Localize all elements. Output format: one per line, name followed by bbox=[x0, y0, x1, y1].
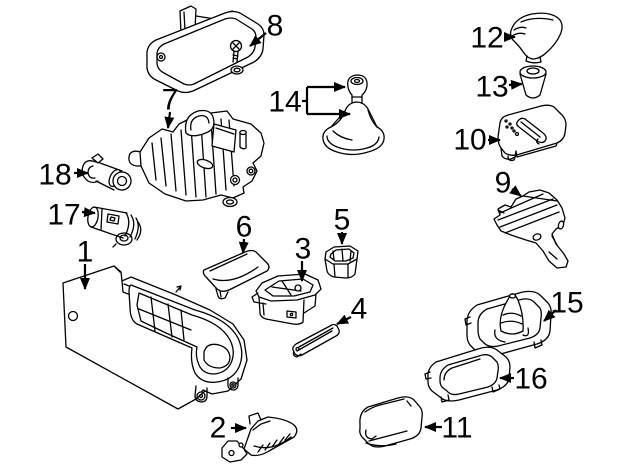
part-trim-strip bbox=[292, 323, 340, 358]
callout-number-5: 5 bbox=[334, 204, 351, 237]
callout-number-6: 6 bbox=[236, 211, 253, 244]
callout-5-storage-bin: 5 bbox=[334, 204, 351, 245]
part-shift-indicator-bezel bbox=[497, 104, 567, 162]
callout-number-14: 14 bbox=[268, 86, 301, 119]
part-mounting-bracket bbox=[221, 412, 298, 463]
part-tray-lid bbox=[359, 396, 423, 448]
callout-number-13: 13 bbox=[475, 71, 508, 104]
callout-10-shift-indicator-bezel: 10 bbox=[453, 124, 501, 157]
part-shift-knob bbox=[509, 12, 563, 64]
callout-9-shift-boot: 9 bbox=[495, 167, 522, 200]
callout-18-lighter-element: 18 bbox=[38, 159, 89, 192]
callout-number-17: 17 bbox=[47, 199, 80, 232]
callout-6-console-lid: 6 bbox=[236, 211, 253, 254]
callout-number-15: 15 bbox=[550, 287, 583, 320]
part-storage-bin bbox=[324, 245, 359, 279]
leader-arrow-icon bbox=[164, 111, 175, 129]
part-trim-ring bbox=[424, 346, 511, 403]
callout-4-trim-strip: 4 bbox=[336, 293, 368, 326]
part-shifter-assembly bbox=[112, 109, 265, 248]
leader-arrow-icon bbox=[543, 309, 557, 322]
part-lighter-socket bbox=[87, 206, 142, 241]
callout-1-center-console: 1 bbox=[77, 236, 94, 290]
leader-arrow-icon bbox=[238, 238, 249, 254]
part-cup-holder-insert bbox=[251, 273, 322, 325]
callout-17-lighter-socket: 17 bbox=[47, 199, 96, 232]
callout-8-overhead-bracket: 8 bbox=[249, 10, 284, 47]
callout-number-16: 16 bbox=[514, 363, 547, 396]
leader-arrow-icon bbox=[508, 79, 523, 90]
part-lighter-element bbox=[81, 153, 132, 191]
callout-number-3: 3 bbox=[295, 233, 312, 266]
leader-arrow-icon bbox=[249, 32, 267, 47]
callout-number-1: 1 bbox=[77, 236, 94, 269]
callout-15-boot-retainer: 15 bbox=[543, 287, 584, 322]
callout-number-4: 4 bbox=[351, 293, 368, 326]
leader-arrow-icon bbox=[509, 185, 522, 197]
callout-number-18: 18 bbox=[38, 159, 71, 192]
callout-2-mounting-bracket: 2 bbox=[210, 412, 247, 445]
callout-number-11: 11 bbox=[441, 412, 472, 445]
part-boot-retainer bbox=[464, 290, 552, 359]
callout-number-7: 7 bbox=[162, 84, 179, 117]
callout-11-tray-lid: 11 bbox=[424, 412, 473, 445]
callout-3-cup-holder-insert: 3 bbox=[295, 233, 312, 282]
part-shift-boot bbox=[493, 189, 569, 269]
leader-arrow-icon bbox=[81, 207, 96, 218]
callout-number-10: 10 bbox=[453, 124, 486, 157]
callout-7-shifter-assembly: 7 bbox=[162, 84, 179, 129]
callout-number-2: 2 bbox=[210, 412, 227, 445]
callout-number-9: 9 bbox=[495, 167, 512, 200]
part-shift-knob-boot-set bbox=[322, 74, 385, 156]
callout-14-knob-and-boot-set: 14 bbox=[268, 82, 351, 119]
callout-16-trim-ring: 16 bbox=[499, 363, 548, 396]
part-knob-collar bbox=[519, 65, 547, 99]
callout-number-12: 12 bbox=[470, 22, 503, 55]
callout-13-knob-collar: 13 bbox=[475, 71, 523, 104]
part-center-console bbox=[62, 265, 248, 410]
callout-number-8: 8 bbox=[267, 10, 284, 43]
callout-12-shift-knob: 12 bbox=[470, 22, 516, 55]
part-overhead-bracket bbox=[146, 5, 265, 94]
part-console-lid bbox=[202, 249, 270, 300]
leader-arrow-icon bbox=[336, 314, 352, 325]
